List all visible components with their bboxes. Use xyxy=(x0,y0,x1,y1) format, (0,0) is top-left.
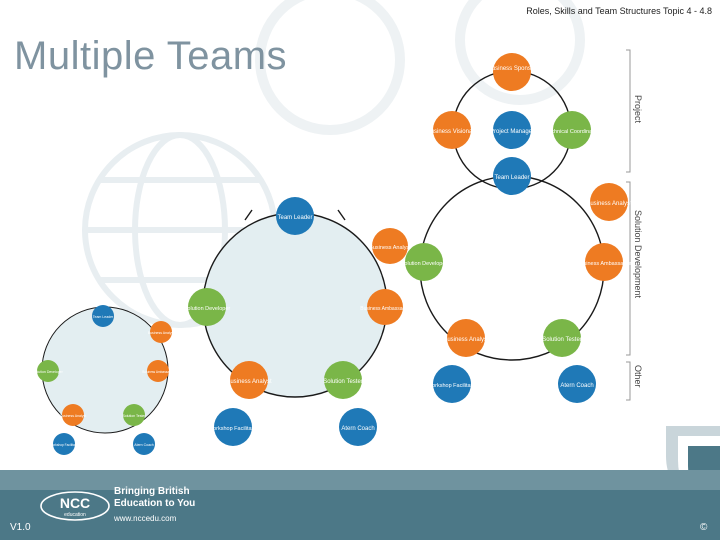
large-team-team-leader: Team Leader xyxy=(493,157,531,195)
large-team-workshop-facilitator: Workshop Facilitator xyxy=(427,365,477,403)
medium-team-workshop-facilitator: Workshop Facilitator xyxy=(208,408,258,446)
page-title: Multiple Teams xyxy=(14,34,288,78)
team-structure-diagram: Business Sponsor Business Visionary Proj… xyxy=(33,49,632,455)
tagline-line-1: Bringing British xyxy=(114,486,190,497)
svg-text:Business Analyst: Business Analyst xyxy=(60,414,86,418)
svg-text:Team Leader: Team Leader xyxy=(93,315,114,319)
small-team-workshop-facilitator: Workshop Facilitator xyxy=(50,433,80,455)
svg-text:Business Analyst: Business Analyst xyxy=(226,379,272,385)
side-label-other: Other xyxy=(633,365,643,388)
svg-text:Atern Coach: Atern Coach xyxy=(134,443,154,447)
svg-text:Atern Coach: Atern Coach xyxy=(560,383,593,389)
small-team-business-analyst-top: Business Analyst xyxy=(148,321,174,343)
small-team-solution-tester: Solution Tester xyxy=(122,404,146,426)
svg-text:Business Visionary: Business Visionary xyxy=(427,129,478,135)
svg-text:Business Ambassador: Business Ambassador xyxy=(142,370,174,374)
medium-team-business-analyst-bottom: Business Analyst xyxy=(226,361,272,399)
small-team-atern-coach: Atern Coach xyxy=(133,433,155,455)
svg-text:Business Ambassador: Business Ambassador xyxy=(577,261,632,267)
ncc-education-logo: NCC education xyxy=(40,491,110,521)
svg-text:Team Leader: Team Leader xyxy=(277,215,312,221)
svg-text:Solution Developer: Solution Developer xyxy=(33,370,63,374)
medium-team-solution-tester: Solution Tester xyxy=(323,361,363,399)
large-team-technical-coordinator: Technical Coordinator xyxy=(545,111,599,149)
small-team-business-ambassador: Business Ambassador xyxy=(142,360,175,382)
medium-team-business-analyst-top: Business Analyst xyxy=(369,228,411,264)
svg-text:Solution Tester: Solution Tester xyxy=(542,337,582,343)
svg-text:Solution Tester: Solution Tester xyxy=(323,379,363,385)
large-team-solution-developer: Solution Developer xyxy=(401,243,448,281)
large-team-atern-coach: Atern Coach xyxy=(558,365,596,403)
side-label-project: Project xyxy=(633,95,643,124)
footer-website: www.nccedu.com xyxy=(114,514,177,523)
svg-text:NCC: NCC xyxy=(60,495,90,511)
small-team-solution-developer: Solution Developer xyxy=(33,360,64,382)
svg-text:Workshop Facilitator: Workshop Facilitator xyxy=(50,443,80,447)
svg-text:Solution Developer: Solution Developer xyxy=(184,306,231,312)
svg-text:Business Analyst: Business Analyst xyxy=(148,331,174,335)
large-team-business-sponsor: Business Sponsor xyxy=(488,53,536,91)
topic-header: Roles, Skills and Team Structures Topic … xyxy=(526,6,712,16)
version-label: V1.0 xyxy=(10,522,31,533)
svg-text:Business Sponsor: Business Sponsor xyxy=(488,66,536,72)
large-team-project-manager: Project Manager xyxy=(490,111,534,149)
large-team-solution-tester: Solution Tester xyxy=(542,319,582,357)
svg-text:Workshop Facilitator: Workshop Facilitator xyxy=(427,383,477,389)
svg-text:Workshop Facilitator: Workshop Facilitator xyxy=(208,426,258,432)
medium-team-circle xyxy=(202,212,388,398)
footer-tagline: Bringing British Education to You xyxy=(114,486,195,510)
large-team-business-visionary: Business Visionary xyxy=(427,111,478,149)
svg-text:Business Analyst: Business Analyst xyxy=(443,337,489,343)
small-team-business-analyst-bottom: Business Analyst xyxy=(60,404,86,426)
svg-text:Business Ambassador: Business Ambassador xyxy=(360,306,410,312)
tagline-line-2: Education to You xyxy=(114,498,196,509)
small-team-team-leader: Team Leader xyxy=(92,305,114,327)
svg-text:Business Analyst: Business Analyst xyxy=(369,245,411,251)
svg-text:Project Manager: Project Manager xyxy=(490,129,534,135)
copyright-symbol: © xyxy=(700,522,708,533)
svg-text:Technical Coordinator: Technical Coordinator xyxy=(545,129,598,135)
large-team-business-ambassador: Business Ambassador xyxy=(577,243,632,281)
svg-text:education: education xyxy=(64,512,86,518)
large-team-business-analyst-bottom: Business Analyst xyxy=(443,319,489,357)
medium-team-business-ambassador: Business Ambassador xyxy=(360,289,410,325)
large-team-business-analyst-top: Business Analyst xyxy=(586,183,632,221)
medium-team-solution-developer: Solution Developer xyxy=(184,288,231,326)
side-label-solution-development: Solution Development xyxy=(633,210,643,299)
svg-text:Team Leader: Team Leader xyxy=(494,175,529,181)
svg-text:Business Analyst: Business Analyst xyxy=(586,201,632,207)
medium-team-team-leader: Team Leader xyxy=(276,197,314,235)
svg-text:Solution Tester: Solution Tester xyxy=(122,414,146,418)
svg-text:Solution Developer: Solution Developer xyxy=(401,261,448,267)
footer-highlight xyxy=(0,470,720,490)
svg-text:Atern Coach: Atern Coach xyxy=(341,426,374,432)
medium-team-atern-coach: Atern Coach xyxy=(339,408,377,446)
